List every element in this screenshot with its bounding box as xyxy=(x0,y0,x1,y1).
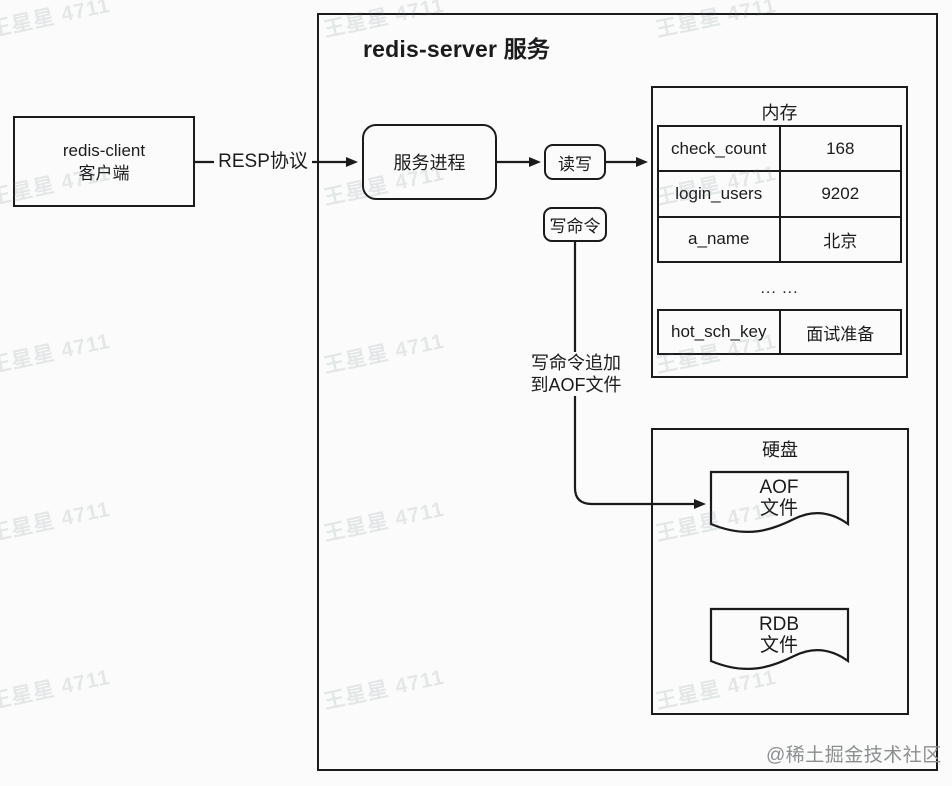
rdb-file-line1: RDB xyxy=(758,614,800,635)
memory-kv-table: check_count 168 login_users 9202 a_name … xyxy=(657,125,902,263)
table-row: a_name 北京 xyxy=(659,215,900,261)
table-row: login_users 9202 xyxy=(659,170,900,216)
aof-file-shape xyxy=(709,470,850,533)
community-credit: @稀土掘金技术社区 xyxy=(766,745,942,766)
redis-server-box xyxy=(317,13,938,771)
aof-file-line1: AOF xyxy=(759,477,799,498)
resp-protocol-label: RESP协议 xyxy=(214,149,312,174)
read-write-label: 读写 xyxy=(558,154,592,174)
kv-key: hot_sch_key xyxy=(659,311,781,353)
rdb-file-shape xyxy=(709,607,850,670)
aof-file-label: AOF 文件 xyxy=(710,477,848,519)
memory-title: 内存 xyxy=(761,103,798,123)
kv-value: 168 xyxy=(826,138,855,158)
aof-append-note-line2: 到AOF文件 xyxy=(530,375,622,395)
kv-value: 面试准备 xyxy=(806,324,875,344)
arrow-writecmd-to-aof xyxy=(573,242,706,509)
table-row: check_count 168 xyxy=(659,127,900,171)
table-row: hot_sch_key 面试准备 xyxy=(659,311,900,353)
kv-value: 9202 xyxy=(821,183,860,203)
redis-client-box: redis-client 客户端 xyxy=(13,116,195,207)
write-command-box: 写命令 xyxy=(543,207,607,242)
write-command-label: 写命令 xyxy=(549,217,601,236)
disk-title: 硬盘 xyxy=(762,440,798,460)
kv-key: a_name xyxy=(659,217,781,261)
kv-value: 北京 xyxy=(823,231,858,251)
aof-append-note: 写命令追加 到AOF文件 xyxy=(516,352,636,396)
kv-key: login_users xyxy=(659,172,781,216)
client-label-line2: 客户端 xyxy=(78,163,130,183)
redis-server-title: redis-server 服务 xyxy=(363,36,551,62)
disk-box: 硬盘 xyxy=(651,428,909,715)
memory-hot-key-table: hot_sch_key 面试准备 xyxy=(657,309,902,355)
service-process-box: 服务进程 xyxy=(362,124,497,200)
kv-key: check_count xyxy=(659,127,781,171)
service-process-label: 服务进程 xyxy=(393,153,466,173)
memory-box: 内存 check_count 168 login_users 9202 a_na… xyxy=(651,86,908,378)
read-write-box: 读写 xyxy=(544,144,606,180)
client-label-line1: redis-client xyxy=(62,140,146,160)
rdb-file-label: RDB 文件 xyxy=(710,614,848,656)
memory-ellipsis: ... ... xyxy=(760,280,799,297)
rdb-file-line2: 文件 xyxy=(759,635,798,656)
aof-append-note-line1: 写命令追加 xyxy=(531,353,621,373)
aof-file-line2: 文件 xyxy=(759,498,798,519)
